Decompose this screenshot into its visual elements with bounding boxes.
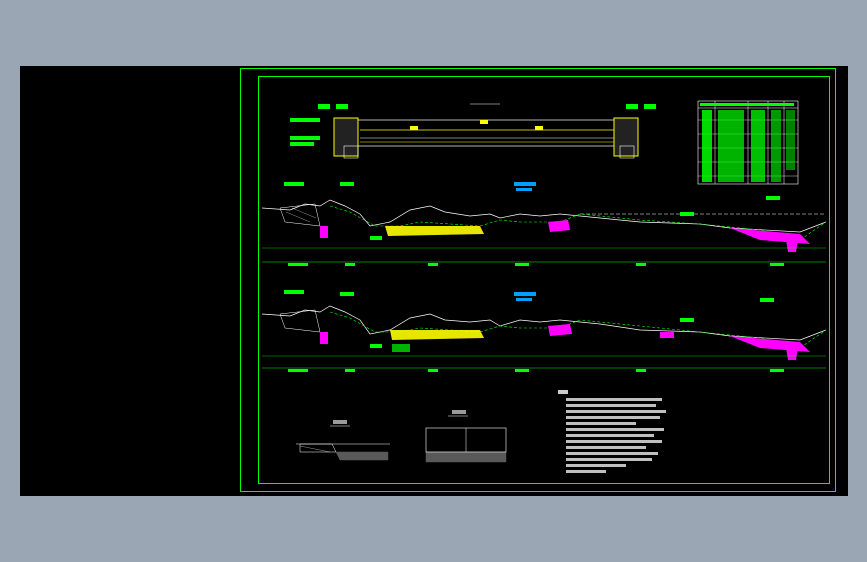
sheet-inner-frame bbox=[258, 76, 830, 484]
detail-section-left bbox=[296, 420, 390, 461]
sheet-outer-frame bbox=[240, 68, 836, 492]
notes-block bbox=[558, 390, 666, 473]
detail-section-right bbox=[425, 410, 507, 463]
profile-1 bbox=[261, 182, 827, 266]
plan-section bbox=[290, 103, 656, 159]
quantity-table bbox=[697, 100, 799, 185]
profile-2 bbox=[261, 290, 827, 372]
